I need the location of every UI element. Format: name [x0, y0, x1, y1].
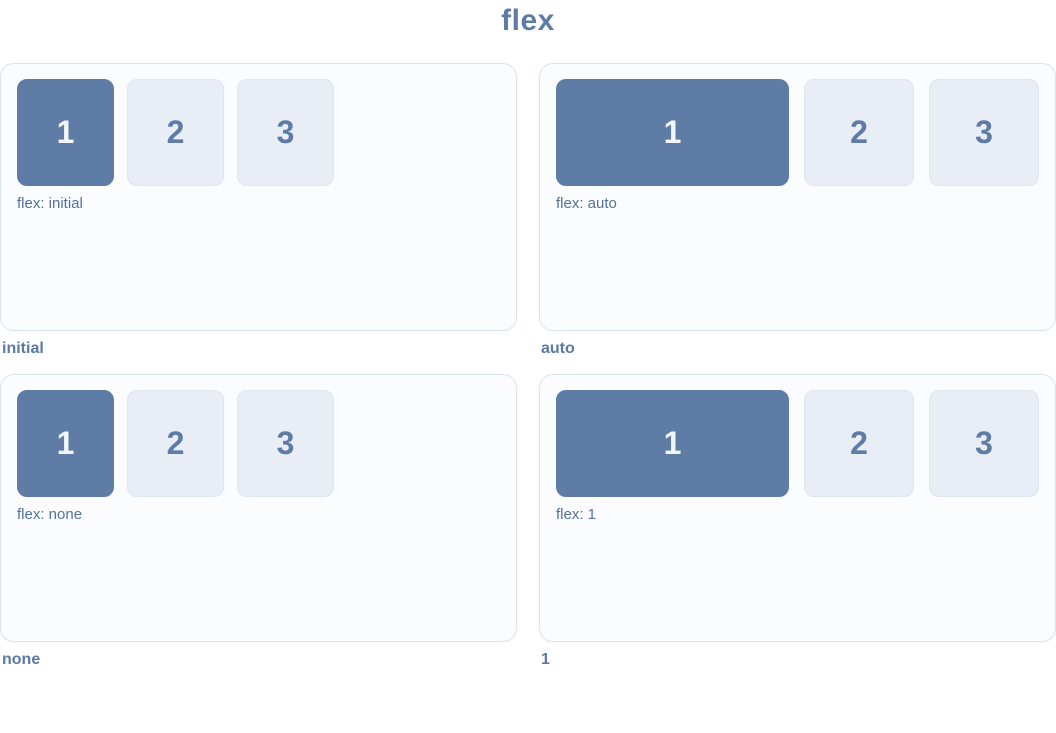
demo-cell-1: 1 2 3 flex: 1 1 — [539, 374, 1056, 669]
flex-value-label: flex: 1 — [556, 506, 597, 523]
flex-item-3: 3 — [929, 390, 1039, 497]
flex-container: 1 2 3 — [556, 79, 1039, 186]
flex-item-2: 2 — [804, 79, 914, 186]
flex-item-3: 3 — [237, 79, 334, 186]
page-title: flex — [501, 4, 555, 37]
flex-value-label: flex: none — [17, 506, 83, 523]
flex-item-2: 2 — [127, 79, 224, 186]
flex-container: 1 2 3 — [17, 390, 500, 497]
flex-value-label: flex: initial — [17, 195, 83, 212]
panel-caption: initial — [2, 340, 44, 357]
flex-value-label: flex: auto — [556, 195, 617, 212]
demo-panel-auto: 1 2 3 flex: auto — [539, 63, 1056, 331]
demo-panel-1: 1 2 3 flex: 1 — [539, 374, 1056, 642]
panel-caption: auto — [541, 340, 575, 357]
flex-container: 1 2 3 — [17, 79, 500, 186]
flex-item-1: 1 — [556, 79, 789, 186]
flex-container: 1 2 3 — [556, 390, 1039, 497]
panel-caption: none — [2, 651, 41, 668]
demo-panel-none: 1 2 3 flex: none — [0, 374, 517, 642]
flex-item-2: 2 — [127, 390, 224, 497]
demo-grid: 1 2 3 flex: initial initial 1 2 3 flex: … — [0, 63, 1056, 669]
demo-panel-initial: 1 2 3 flex: initial — [0, 63, 517, 331]
flex-item-2: 2 — [804, 390, 914, 497]
flex-item-1: 1 — [556, 390, 789, 497]
flex-item-3: 3 — [929, 79, 1039, 186]
flex-item-1: 1 — [17, 390, 114, 497]
panel-caption: 1 — [541, 651, 550, 668]
flex-item-1: 1 — [17, 79, 114, 186]
demo-cell-auto: 1 2 3 flex: auto auto — [539, 63, 1056, 358]
demo-cell-none: 1 2 3 flex: none none — [0, 374, 517, 669]
flex-item-3: 3 — [237, 390, 334, 497]
demo-cell-initial: 1 2 3 flex: initial initial — [0, 63, 517, 358]
